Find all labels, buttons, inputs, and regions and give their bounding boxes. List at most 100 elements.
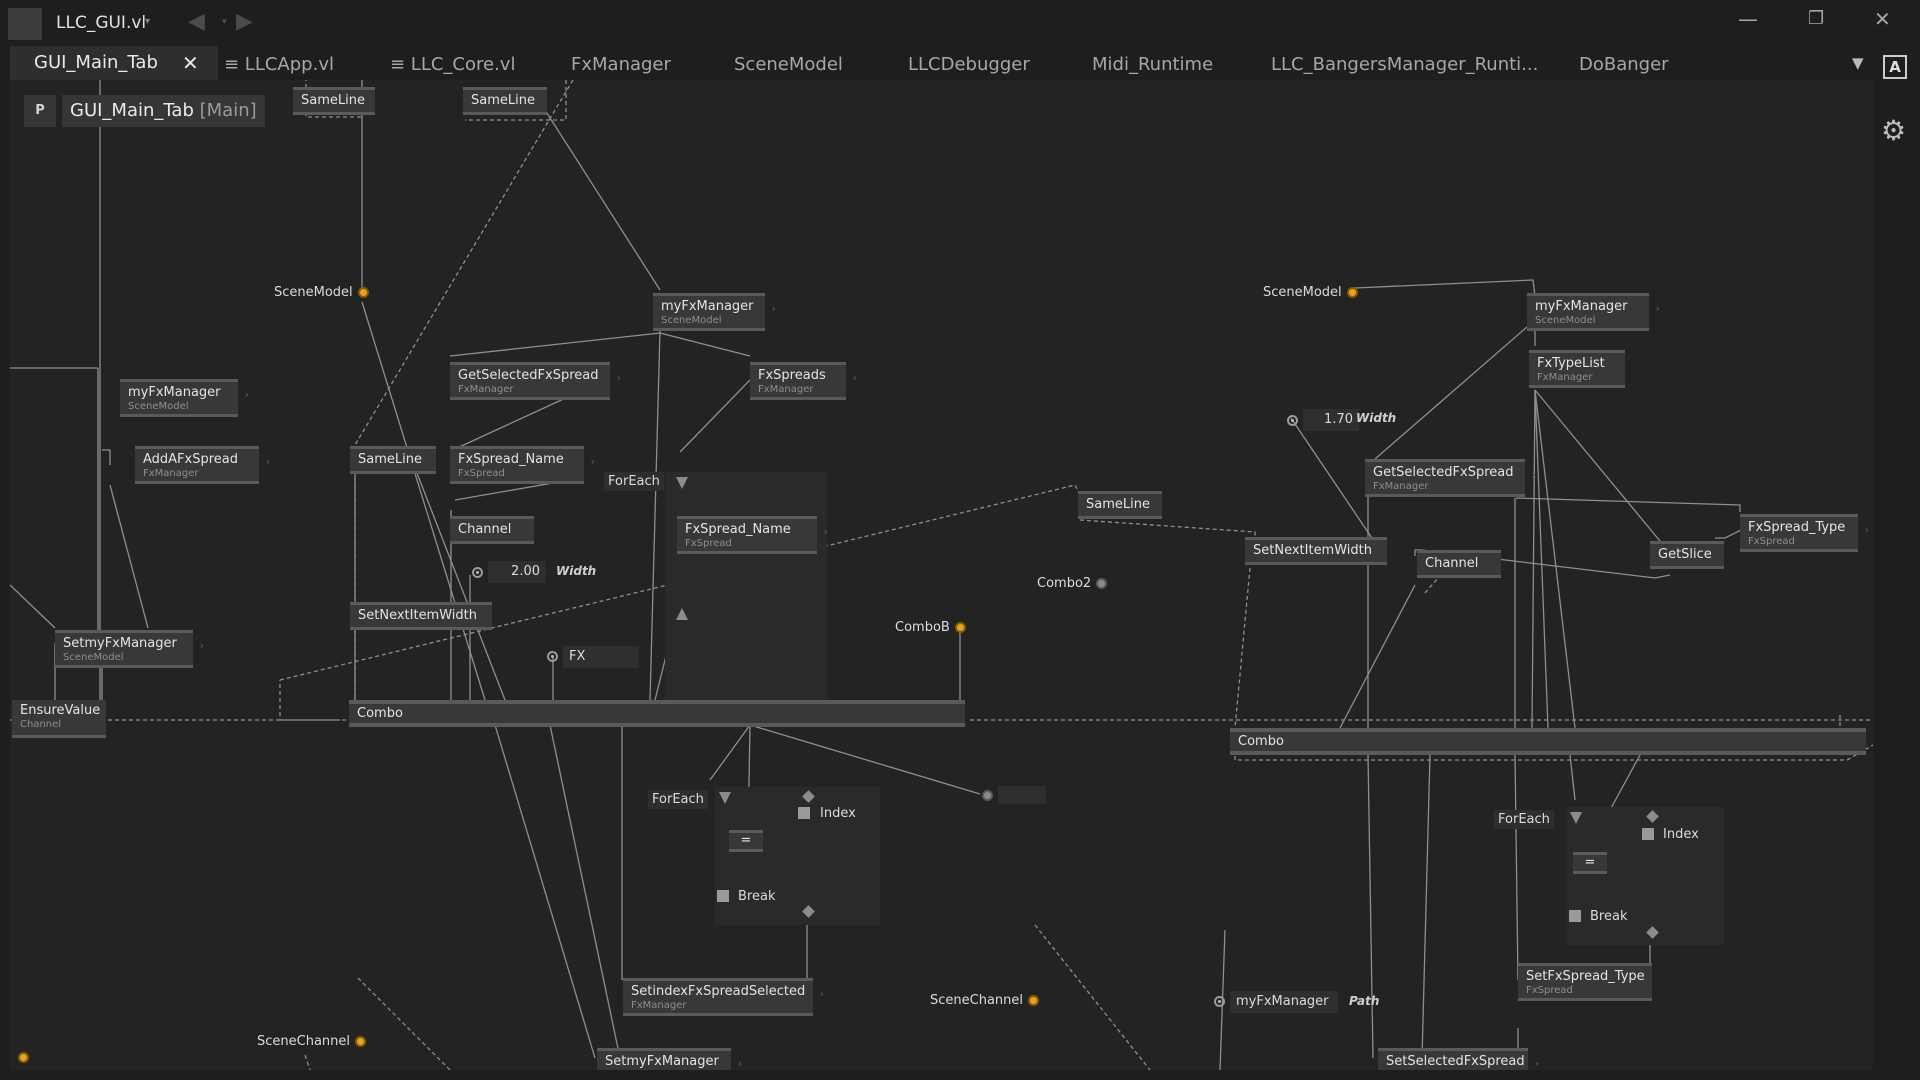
splicer-input-icon[interactable] [719,792,731,804]
node-addafxspread[interactable]: AddAFxSpread FxManager › [135,446,270,484]
pad-scenemodel-2[interactable]: SceneModel [1263,285,1358,300]
iobox-myfxmanager-path-label: Path [1349,994,1380,1008]
tab-midi-runtime[interactable]: Midi_Runtime [1092,54,1214,75]
splicer-output-icon[interactable] [676,608,688,620]
node-fxspreads[interactable]: FxSpreads FxManager › [750,362,857,400]
node-setindexfxspreadselected[interactable]: SetindexFxSpreadSelected FxManager › [623,978,824,1016]
foreach-region-1[interactable] [665,472,827,708]
chevron-right-icon: › [616,371,621,384]
node-sameline-3[interactable]: SameLine [350,446,436,474]
patch-p-button[interactable]: P [24,95,56,127]
tab-llc-bangersmanager-runtime[interactable]: LLC_BangersManager_Runti... [1271,54,1539,75]
iobox-myfxmanager-path[interactable]: myFxManager [1230,991,1338,1013]
patch-tag: [Main] [199,100,257,121]
pad-unnamed[interactable] [982,786,1046,804]
tab-llcdebugger[interactable]: LLCDebugger [908,54,1030,75]
close-window-icon[interactable]: ✕ [1874,7,1891,31]
foreach-label-2[interactable]: ForEach [648,790,708,809]
app-icon[interactable] [8,8,42,40]
foreach-label-3[interactable]: ForEach [1494,810,1554,829]
pad-scenechannel-2[interactable]: SceneChannel [930,993,1040,1008]
node-equals-2[interactable]: = [1573,852,1607,874]
node-setmyfxmanager-1[interactable]: SetmyFxManager SceneModel › [55,630,204,668]
break-label-1: Break [738,889,776,904]
navigate-forward-icon[interactable]: ▶ [236,9,253,34]
iobox-connector-icon[interactable] [547,651,558,662]
iobox-connector-icon[interactable] [1214,996,1225,1007]
close-tab-icon[interactable]: ✕ [182,51,199,75]
node-fxspread-name-2[interactable]: FxSpread_Name FxSpread › [677,516,828,554]
node-equals-1[interactable]: = [729,830,763,852]
pad-combob[interactable]: ComboB [895,620,966,635]
foreach-region-2[interactable] [715,787,880,925]
patch-name-label[interactable]: GUI_Main_Tab [Main] [62,95,265,127]
tab-scenemodel[interactable]: SceneModel [734,54,843,75]
pad-connector-icon[interactable] [1028,995,1040,1006]
tab-llcapp[interactable]: ≡ LLCApp.vl [224,54,334,75]
document-title[interactable]: LLC_GUI.vl [56,13,147,33]
gear-icon[interactable]: ⚙ [1881,114,1907,147]
tab-fxmanager[interactable]: FxManager [571,54,671,75]
break-icon[interactable] [717,890,729,902]
pad-combo2[interactable]: Combo2 [1037,576,1108,591]
maximize-icon[interactable]: ❐ [1808,8,1825,29]
node-myfxmanager-2[interactable]: myFxManager SceneModel › [1527,293,1660,331]
minimize-icon[interactable]: — [1738,7,1758,31]
pad-connector-icon[interactable] [18,1052,29,1063]
index-label-2: Index [1663,827,1699,842]
pad-value-box[interactable] [998,786,1046,804]
node-channel-1[interactable]: Channel [450,516,534,544]
node-combo-2[interactable]: Combo [1230,728,1866,755]
node-sameline-4[interactable]: SameLine [1078,491,1162,519]
index-icon[interactable] [1642,828,1654,840]
node-fxspread-name-1[interactable]: FxSpread_Name FxSpread › [450,446,595,484]
node-sameline-2[interactable]: SameLine [463,87,547,115]
patch-canvas[interactable]: P GUI_Main_Tab [Main] SameLine SameLine … [10,80,1873,1070]
node-channel-2[interactable]: Channel [1417,550,1501,578]
node-fxtypelist[interactable]: FxTypeList FxManager [1529,350,1625,388]
node-ensurevalue[interactable]: EnsureValue Channel [12,700,106,738]
pad-bottom-left[interactable] [18,1052,29,1063]
node-setnextitemwidth-2[interactable]: SetNextItemWidth [1245,537,1387,565]
iobox-connector-icon[interactable] [472,567,483,578]
node-getselectedfxspread-2[interactable]: GetSelectedFxSpread FxManager › [1365,459,1536,497]
tab-llc-core[interactable]: ≡ LLC_Core.vl [390,54,516,75]
splicer-input-icon[interactable] [1570,812,1582,824]
node-setfxspread-type[interactable]: SetFxSpread_Type FxSpread [1518,963,1652,1001]
node-setselectedfxspread[interactable]: SetSelectedFxSpread › [1378,1048,1539,1070]
pad-scenemodel-1[interactable]: SceneModel [274,285,369,300]
pad-connector-icon[interactable] [1096,578,1108,589]
node-fxspread-type[interactable]: FxSpread_Type FxSpread › [1740,514,1869,552]
navigation-history-dropdown-icon[interactable]: ▾ [222,17,227,27]
a-toggle-button[interactable]: A [1883,55,1907,79]
pad-connector-icon[interactable] [982,789,993,801]
navigate-back-icon[interactable]: ◀ [188,9,205,34]
iobox-connector-icon[interactable] [1287,415,1298,426]
tab-gui-main-tab[interactable]: GUI_Main_Tab ✕ [10,46,218,80]
tab-dobanger[interactable]: DoBanger [1579,54,1669,75]
pad-connector-icon[interactable] [357,287,369,298]
document-dropdown-icon[interactable]: ▾ [145,16,151,27]
node-myfxmanager-1[interactable]: myFxManager SceneModel › [653,293,776,331]
break-icon[interactable] [1569,910,1581,922]
node-getslice[interactable]: GetSlice [1650,541,1724,569]
pad-connector-icon[interactable] [355,1036,367,1047]
index-icon[interactable] [798,807,810,819]
tab-overflow-icon[interactable]: ▼ [1852,54,1864,72]
node-setnextitemwidth-1[interactable]: SetNextItemWidth [350,602,492,630]
node-getselectedfxspread-1[interactable]: GetSelectedFxSpread FxManager › [450,362,621,400]
iobox-width-1[interactable]: 2.00 [488,561,546,583]
pad-scenechannel-1[interactable]: SceneChannel [257,1034,367,1049]
index-label-1: Index [820,806,856,821]
node-myfxmanager-left[interactable]: myFxManager SceneModel › [120,379,249,417]
node-sameline-1[interactable]: SameLine [293,87,375,115]
node-setmyfxmanager-2[interactable]: SetmyFxManager › [597,1048,742,1070]
iobox-width-2-label: Width [1356,411,1397,425]
iobox-width-2[interactable]: 1.70 [1303,409,1359,431]
foreach-label-1[interactable]: ForEach [604,472,664,491]
node-combo-1[interactable]: Combo [349,700,965,727]
splicer-input-icon[interactable] [676,477,688,489]
pad-connector-icon[interactable] [954,622,966,633]
pad-connector-icon[interactable] [1346,287,1358,298]
iobox-fx[interactable]: FX [563,646,639,668]
